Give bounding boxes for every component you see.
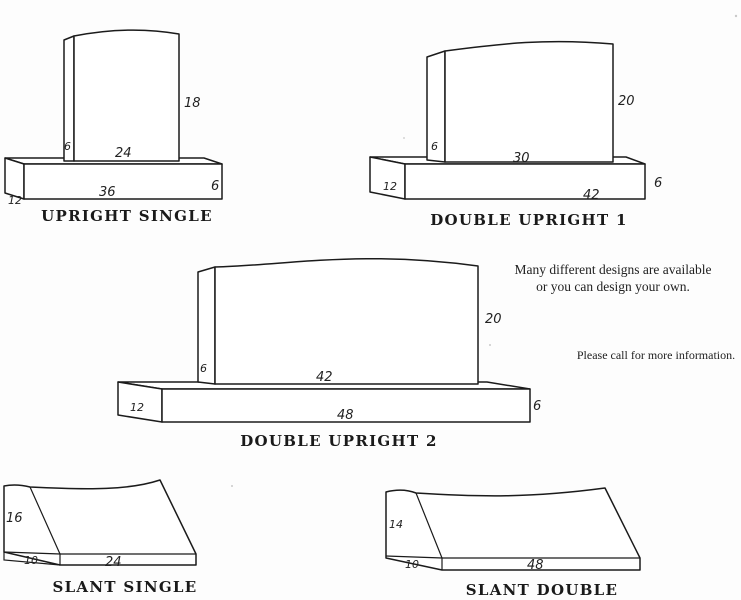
double-upright-2-diagram: 20 6 42 48 6 12 DOUBLE UPRIGHT 2 xyxy=(117,257,541,450)
info-line-2: or you can design your own. xyxy=(536,279,690,294)
double-upright-1-caption: DOUBLE UPRIGHT 1 xyxy=(430,211,627,229)
upright-single-base-width-label: 36 xyxy=(99,185,116,200)
upright-single-diagram: 18 6 24 36 6 12 UPRIGHT SINGLE xyxy=(4,29,223,225)
upright-single-tablet xyxy=(63,29,180,162)
info-block: Many different designs are available or … xyxy=(515,262,736,362)
double-upright-1-base xyxy=(369,156,646,200)
double-upright-2-width-label: 42 xyxy=(316,370,333,385)
double-upright-2-tablet xyxy=(197,257,479,385)
info-call-line: Please call for more information. xyxy=(577,348,735,362)
double-upright-1-tablet xyxy=(426,40,614,163)
double-upright-1-diagram: 20 6 30 42 6 12 DOUBLE UPRIGHT 1 xyxy=(369,40,662,229)
upright-single-base-depth-label: 12 xyxy=(8,194,22,207)
double-upright-2-thickness-label: 6 xyxy=(200,362,207,375)
upright-single-thickness-label: 6 xyxy=(64,140,71,153)
double-upright-2-base-depth-label: 12 xyxy=(130,401,144,414)
slant-double-depth-label: 10 xyxy=(405,558,419,571)
upright-single-caption: UPRIGHT SINGLE xyxy=(41,207,213,225)
slant-double-width-label: 48 xyxy=(527,558,544,573)
upright-single-height-label: 18 xyxy=(184,96,201,111)
double-upright-2-base xyxy=(117,381,531,423)
double-upright-2-base-width-label: 48 xyxy=(337,408,354,423)
double-upright-2-base-height-label: 6 xyxy=(533,399,541,414)
slant-single-width-label: 24 xyxy=(105,555,122,570)
double-upright-1-base-depth-label: 12 xyxy=(383,180,397,193)
slant-double-caption: SLANT DOUBLE xyxy=(466,581,619,599)
double-upright-2-height-label: 20 xyxy=(485,312,502,327)
slant-single-height-label: 16 xyxy=(6,511,23,526)
double-upright-2-caption: DOUBLE UPRIGHT 2 xyxy=(240,432,437,450)
slant-double-stone xyxy=(385,487,641,571)
upright-single-base xyxy=(4,157,223,200)
double-upright-1-base-height-label: 6 xyxy=(654,176,662,191)
slant-single-caption: SLANT SINGLE xyxy=(52,578,197,596)
slant-single-depth-label: 10 xyxy=(24,554,38,567)
upright-single-width-label: 24 xyxy=(115,146,132,161)
slant-single-diagram: 16 10 24 SLANT SINGLE xyxy=(3,479,197,596)
info-line-1: Many different designs are available xyxy=(515,262,712,277)
slant-double-diagram: 14 10 48 SLANT DOUBLE xyxy=(385,487,641,599)
double-upright-1-width-label: 30 xyxy=(513,151,530,166)
scan-specks xyxy=(231,14,738,487)
upright-single-base-height-label: 6 xyxy=(211,179,219,194)
slant-single-stone xyxy=(3,479,197,566)
double-upright-1-thickness-label: 6 xyxy=(431,140,438,153)
double-upright-1-base-width-label: 42 xyxy=(583,188,600,203)
double-upright-1-height-label: 20 xyxy=(618,94,635,109)
slant-double-height-label: 14 xyxy=(389,518,403,531)
